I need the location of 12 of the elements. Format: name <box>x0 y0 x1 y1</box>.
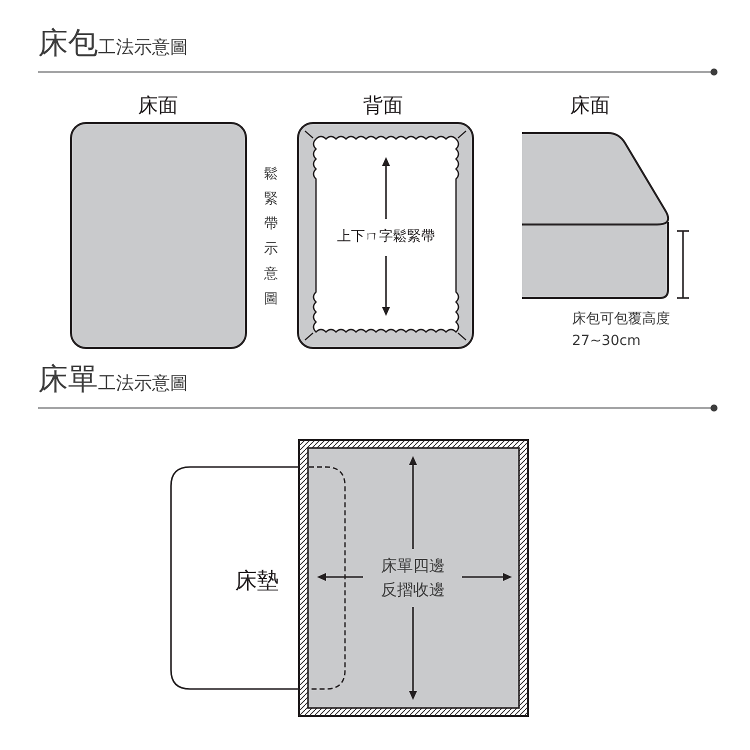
elastic-band-label: 上下ㄇ字鬆緊帶 <box>337 228 435 246</box>
vertical-caption: 鬆緊帶示意圖 <box>264 165 278 309</box>
section-heading: 床包 <box>38 26 98 62</box>
dimension-text: 床包可包覆高度 27~30cm <box>572 310 671 351</box>
view-title: 床面 <box>138 93 178 117</box>
mattress-label: 床墊 <box>235 568 279 596</box>
section-subheading: 工法示意圖 <box>98 373 188 395</box>
section-heading: 床單 <box>38 362 98 398</box>
hem-label: 床單四邊反摺收邊 <box>380 555 446 601</box>
section-subheading: 工法示意圖 <box>98 37 188 59</box>
view-title: 背面 <box>363 93 403 117</box>
view-title: 床面 <box>570 93 610 117</box>
